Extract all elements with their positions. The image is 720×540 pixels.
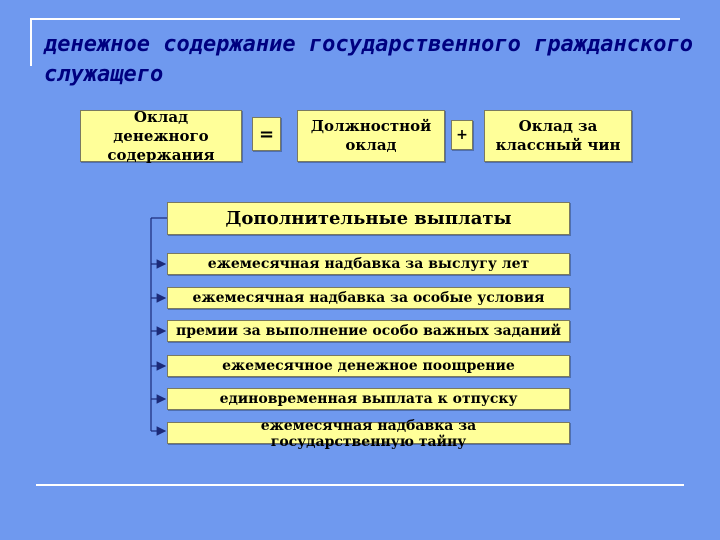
equals-sign: = [258, 123, 275, 145]
payment-item: ежемесячное денежное поощрение [167, 355, 570, 377]
salary-total-box: Оклад денежного содержания [80, 107, 242, 164]
payment-item-label: ежемесячная надбавка за особые условия [192, 290, 545, 306]
payment-item: ежемесячная надбавка за государственную … [167, 418, 570, 450]
top-decor-line [30, 18, 680, 20]
payment-item-label: единовременная выплата к отпуску [219, 391, 518, 407]
official-salary-box: Должностной оклад [297, 110, 445, 162]
payment-item-label: ежемесячная надбавка за государственную … [260, 418, 477, 450]
bottom-decor-line [36, 484, 684, 486]
salary-total-label: Оклад денежного содержания [107, 107, 215, 164]
plus-sign-box: + [451, 120, 473, 150]
payment-item-label: ежемесячная надбавка за выслугу лет [207, 256, 530, 272]
class-rank-salary-label: Оклад за классный чин [495, 117, 621, 154]
payment-item-label: премии за выполнение особо важных задани… [175, 323, 562, 339]
payment-item: премии за выполнение особо важных задани… [167, 320, 570, 342]
plus-sign: + [456, 127, 468, 143]
payment-item: ежемесячная надбавка за особые условия [167, 287, 570, 309]
left-decor-line [30, 18, 32, 66]
slide-title: денежное содержание государственного гра… [44, 32, 694, 87]
additional-payments-label: Дополнительные выплаты [225, 208, 512, 229]
equals-sign-box: = [252, 117, 281, 151]
payment-item: единовременная выплата к отпуску [167, 388, 570, 410]
official-salary-label: Должностной оклад [310, 117, 432, 154]
payment-item-label: ежемесячное денежное поощрение [222, 358, 515, 374]
payment-item: ежемесячная надбавка за выслугу лет [167, 253, 570, 275]
class-rank-salary-box: Оклад за классный чин [484, 110, 632, 162]
additional-payments-header: Дополнительные выплаты [167, 202, 570, 235]
